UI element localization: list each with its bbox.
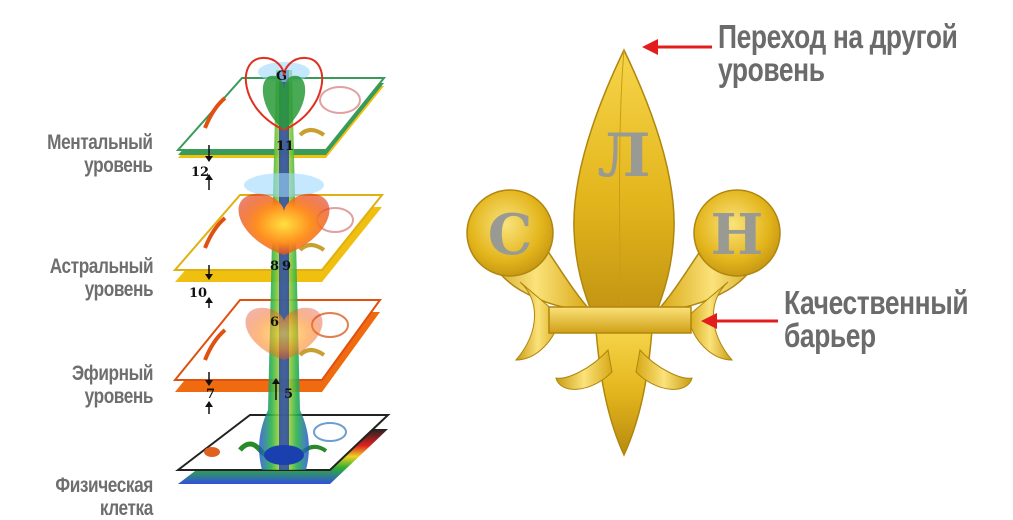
marker-6: 6 (270, 315, 279, 330)
barrier-line2: барьер (784, 319, 968, 352)
barrier-annotation: Качественный барьер (784, 286, 968, 352)
barrier-band (549, 307, 691, 333)
emblem-letter-right: Н (711, 202, 764, 268)
marker-8: 8 (270, 259, 279, 274)
barrier-line1: Качественный (784, 286, 968, 319)
emblem-letter-left: С (488, 202, 533, 268)
transition-annotation: Переход на другой уровень (718, 20, 957, 86)
transition-line1: Переход на другой (718, 20, 957, 53)
marker-5: 5 (284, 387, 293, 402)
marker-9: 9 (282, 259, 291, 274)
marker-12: 12 (191, 165, 209, 180)
marker-10: 10 (189, 286, 207, 301)
marker-g: G (276, 69, 287, 84)
transition-line2: уровень (718, 53, 957, 86)
marker-7: 7 (206, 387, 215, 402)
marker-11: 11 (276, 139, 294, 154)
barrier-pointer-arrow (701, 313, 778, 329)
emblem-letter-top: Л (597, 121, 650, 191)
top-pointer-arrow (642, 39, 712, 55)
